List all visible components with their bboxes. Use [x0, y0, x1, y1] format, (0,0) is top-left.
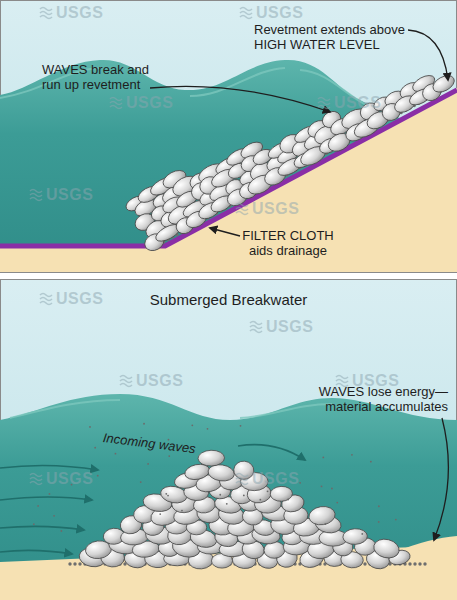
rock [198, 450, 225, 466]
sediment-dot [226, 503, 228, 505]
sediment-dot [37, 505, 39, 507]
sediment-dot [321, 485, 323, 487]
annotation-label: Revetment extends above HIGH WATER LEVEL [254, 22, 432, 52]
water [0, 394, 457, 600]
sediment-dot [299, 482, 301, 484]
sediment-dot [370, 461, 372, 463]
sediment-dot [361, 533, 363, 535]
watermark-logo [318, 98, 330, 109]
sediment-dot [378, 505, 380, 507]
panel-background [1, 280, 457, 600]
sediment-dots [33, 423, 397, 535]
sediment-dot [331, 488, 333, 490]
rock [308, 505, 337, 527]
sediment-dot [159, 513, 161, 515]
sediment-dot [243, 495, 245, 497]
wave-crest [10, 400, 332, 418]
rock [142, 492, 173, 514]
panel-background [1, 1, 457, 273]
sediment-dot [267, 490, 269, 492]
watermark: USGS [136, 372, 183, 390]
watermark-logos [30, 8, 348, 485]
rock [430, 72, 457, 95]
watermark: USGS [252, 470, 299, 488]
watermark: USGS [352, 372, 399, 390]
watermark: USGS [46, 470, 93, 488]
rock [233, 460, 255, 480]
gravel [68, 562, 71, 565]
sediment-dot [219, 494, 221, 496]
annotation-label: WAVES break and run up revetment [42, 62, 160, 92]
sediment-dot [115, 453, 117, 455]
sediment-dot [165, 493, 167, 495]
sediment-dot [287, 499, 289, 501]
sediment-dot [395, 519, 397, 521]
watermark: USGS [56, 290, 103, 308]
sediment-dot [207, 428, 209, 430]
sediment-dot [53, 515, 55, 517]
watermark-logo [40, 8, 52, 19]
annotation-label: FILTER CLOTH aids drainage [232, 228, 344, 258]
sediment-dot [97, 475, 99, 477]
sediment-dot [89, 426, 91, 428]
watermark-logo [40, 294, 52, 305]
gravel [408, 562, 411, 565]
watermark: USGS [256, 4, 303, 22]
annotation-label: Incoming waves [102, 430, 233, 461]
accumulated-sand [395, 536, 457, 552]
sediment-dot [351, 454, 353, 456]
sediment-dot [33, 523, 35, 525]
gravel [73, 562, 76, 565]
incoming-wave-arrows [0, 445, 305, 554]
rock [372, 537, 401, 561]
watermark-logo [30, 190, 42, 201]
filter-cloth [0, 90, 457, 246]
sediment-dot [140, 481, 142, 483]
watermark-logo [250, 322, 262, 333]
sediment-dot [60, 530, 62, 532]
gravel [423, 562, 426, 565]
gravel [418, 562, 421, 565]
watermark-logo [30, 474, 42, 485]
sediment-dot [168, 455, 170, 457]
sediment-dot [94, 447, 96, 449]
sediment-dot [147, 463, 149, 465]
revetment-rocks [124, 72, 457, 254]
watermark: USGS [266, 318, 313, 336]
sediment-dot [143, 423, 145, 425]
sediment-dot [240, 425, 242, 427]
watermark-logo [236, 474, 248, 485]
watermark-logo [236, 204, 248, 215]
sediment-dot [259, 499, 261, 501]
watermark: USGS [252, 200, 299, 218]
sediment-dot [322, 457, 324, 459]
leader-arrows [150, 30, 448, 540]
watermark: USGS [334, 94, 381, 112]
watermark: USGS [56, 4, 103, 22]
sediment-dot [191, 424, 193, 426]
gravel [413, 562, 416, 565]
watermark-logo [110, 98, 122, 109]
rock [342, 528, 367, 545]
breakwater-rocks [68, 450, 426, 571]
sediment-dot [336, 502, 338, 504]
watermark-logo [240, 8, 252, 19]
sand [0, 88, 457, 272]
sediment-dot [49, 493, 51, 495]
sediment-dot [167, 495, 169, 497]
gravel [363, 562, 366, 565]
watermark-logo [120, 376, 132, 387]
watermark: USGS [46, 186, 93, 204]
rock [270, 486, 293, 502]
sediment-dot [325, 523, 327, 525]
sediment-dot [378, 521, 380, 523]
watermark: USGS [126, 94, 173, 112]
sediment-dot [181, 510, 183, 512]
gravel [78, 562, 81, 565]
